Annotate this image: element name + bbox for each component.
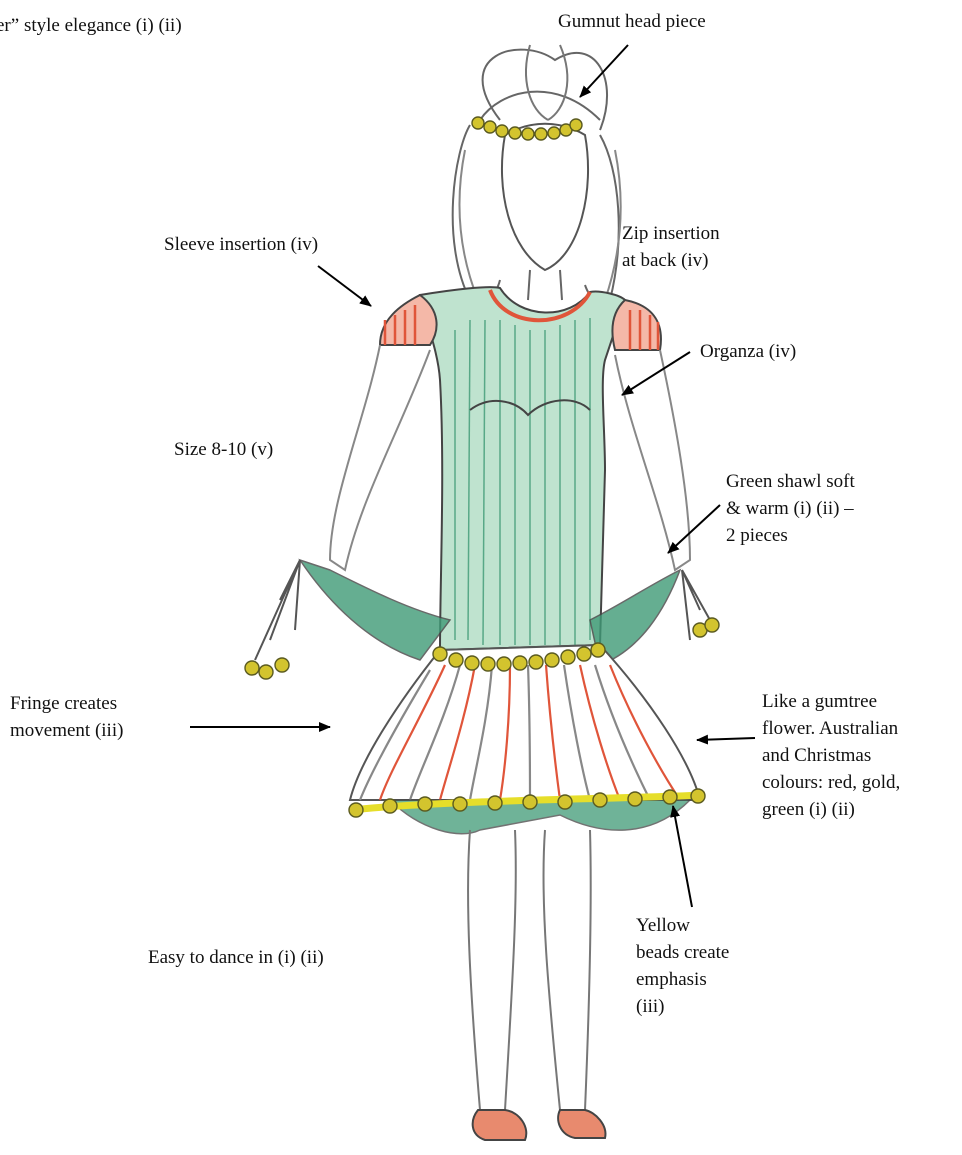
legs [468,830,591,1110]
annotation-fringe-2: movement (iii) [10,719,123,742]
arrow-shawl [668,505,720,553]
bodice [420,287,625,650]
annotation-shawl-2: & warm (i) (ii) – [726,497,854,520]
face [502,124,588,270]
annotation-beads-1: Yellow [636,914,690,937]
annotation-gumtree-4: colours: red, gold, [762,771,900,794]
annotation-beads-3: emphasis [636,968,707,991]
annotation-elegance: er” style elegance (i) (ii) [0,14,182,37]
arrow-beads [673,806,692,907]
arrow-sleeve [318,266,371,306]
annotation-gumtree-3: and Christmas [762,744,871,767]
annotation-zip-2: at back (iv) [622,249,709,272]
annotation-gumtree-1: Like a gumtree [762,690,877,713]
annotation-sleeve: Sleeve insertion (iv) [164,233,318,256]
annotation-beads-4: (iii) [636,995,665,1018]
arrow-gumtree [697,738,755,740]
neck [528,270,562,300]
arrow-organza [622,352,690,395]
annotation-dance: Easy to dance in (i) (ii) [148,946,324,969]
annotation-gumnut: Gumnut head piece [558,10,706,33]
annotation-beads-2: beads create [636,941,729,964]
gumnut-headband [472,117,582,140]
annotation-organza: Organza (iv) [700,340,796,363]
annotation-gumtree-5: green (i) (ii) [762,798,855,821]
annotation-shawl-3: 2 pieces [726,524,788,547]
shoes [473,1110,606,1140]
annotation-shawl-1: Green shawl soft [726,470,855,493]
annotation-zip-1: Zip insertion [622,222,720,245]
annotation-gumtree-2: flower. Australian [762,717,898,740]
arrow-gumnut [580,45,628,97]
annotation-size: Size 8-10 (v) [174,438,273,461]
annotation-fringe-1: Fringe creates [10,692,117,715]
